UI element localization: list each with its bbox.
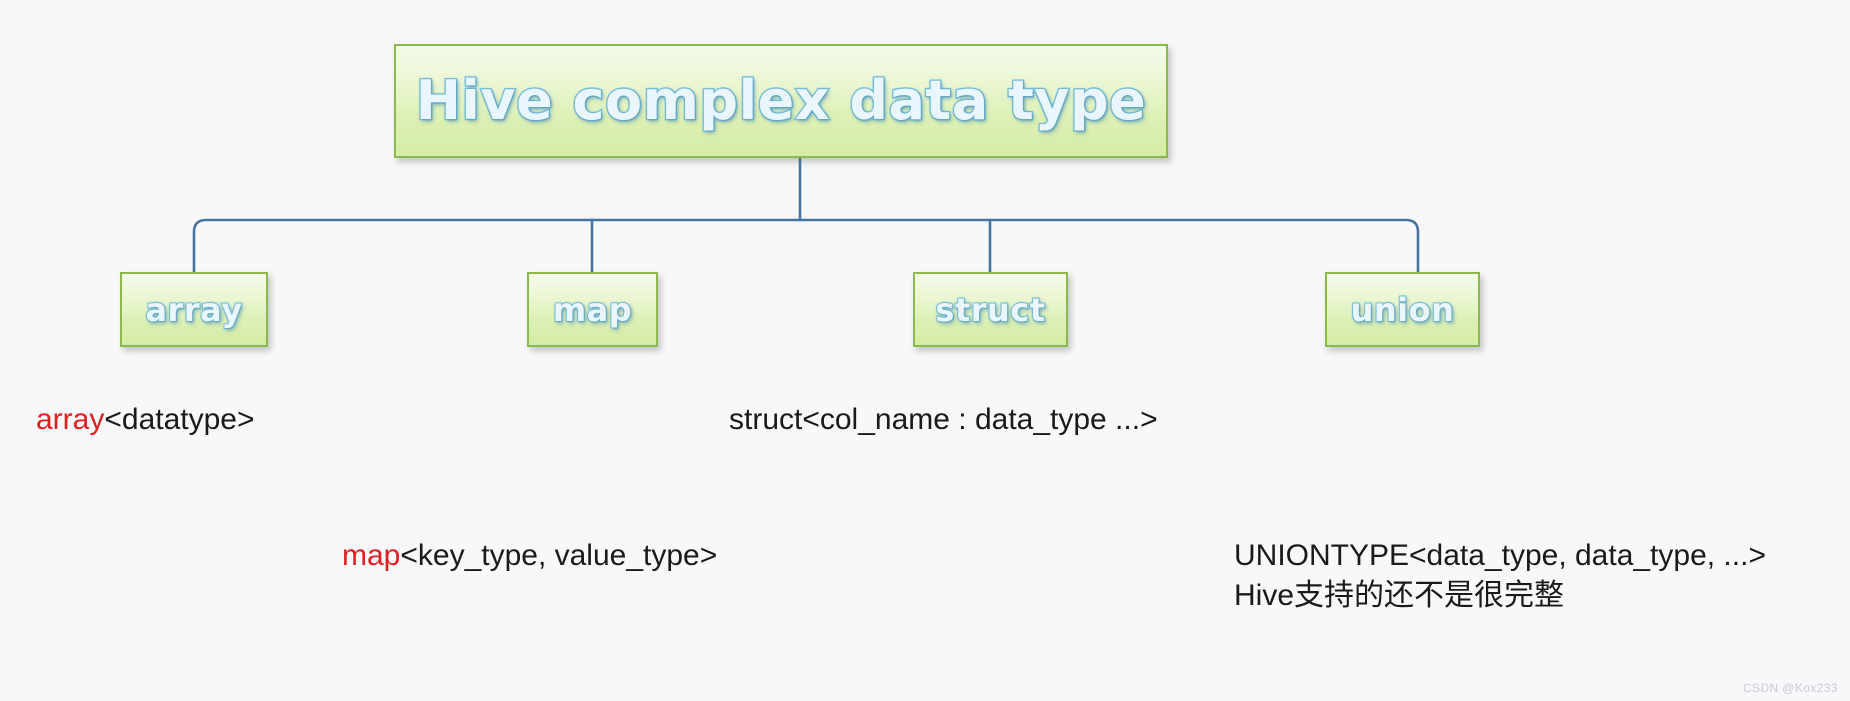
caption-array-rest: <datatype> [104,403,255,436]
node-map[interactable]: map [527,272,658,347]
caption-map-rest: <key_type, value_type> [400,539,718,572]
csdn-watermark: CSDN @Kox233 [1742,681,1838,695]
caption-struct-rest: struct<col_name : data_type ...> [729,403,1158,436]
node-array-label: array [144,290,243,329]
node-hive-complex-data-type[interactable]: Hive complex data type [394,44,1168,158]
caption-union-line1: UNIONTYPE<data_type, data_type, ...> [1234,539,1766,572]
node-union-label: union [1350,290,1455,329]
node-array[interactable]: array [120,272,268,347]
node-map-label: map [552,290,633,329]
node-struct[interactable]: struct [913,272,1068,347]
node-title-label: Hive complex data type [414,69,1147,132]
caption-array-syntax: array<datatype> [36,400,255,440]
connector-bus [192,218,1420,274]
caption-union-syntax: UNIONTYPE<data_type, data_type, ...> Hiv… [1234,536,1766,616]
caption-struct-syntax: struct<col_name : data_type ...> [729,400,1158,440]
node-union[interactable]: union [1325,272,1480,347]
caption-map-syntax: map<key_type, value_type> [342,536,717,576]
node-struct-label: struct [934,290,1046,329]
caption-union-line2: Hive支持的还不是很完整 [1234,579,1565,613]
caption-array-keyword: array [36,403,105,436]
caption-map-keyword: map [342,539,401,572]
